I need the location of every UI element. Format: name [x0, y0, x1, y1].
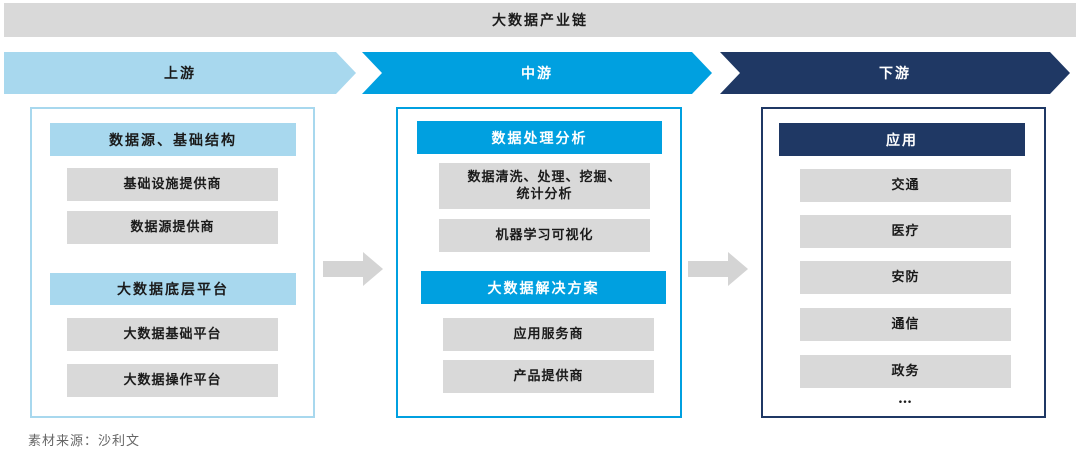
upstream-item-operation-platform: 大数据操作平台 — [67, 364, 278, 397]
upstream-item-data-source-provider: 数据源提供商 — [67, 211, 278, 244]
stage-arrow-midstream: 中游 — [362, 52, 712, 94]
right-arrow-icon — [688, 252, 748, 286]
downstream-item-security: 安防 — [800, 261, 1011, 294]
page-title: 大数据产业链 — [4, 3, 1076, 37]
midstream-item-product-provider: 产品提供商 — [443, 360, 654, 393]
arrow-shape-downstream — [720, 52, 1070, 94]
arrow-shape-midstream — [362, 52, 712, 94]
stage-label-upstream: 上游 — [164, 66, 196, 82]
midstream-header-processing: 数据处理分析 — [417, 121, 662, 154]
stage-label-downstream: 下游 — [879, 66, 911, 82]
downstream-item-government: 政务 — [800, 355, 1011, 388]
downstream-more-ellipsis: … — [898, 391, 913, 407]
upstream-header-bottom-platform: 大数据底层平台 — [50, 273, 296, 305]
midstream-item-app-service: 应用服务商 — [443, 318, 654, 351]
upstream-header-data-source: 数据源、基础结构 — [50, 123, 296, 156]
flow-arrow-2 — [688, 252, 748, 286]
cleaning-mining-line-2: 统计分析 — [516, 187, 573, 202]
stage-arrow-upstream: 上游 — [4, 52, 356, 94]
downstream-item-medical: 医疗 — [800, 215, 1011, 248]
downstream-header-application: 应用 — [779, 123, 1025, 156]
upstream-item-basic-platform: 大数据基础平台 — [67, 318, 278, 351]
stage-label-midstream: 中游 — [521, 66, 553, 82]
downstream-item-transport: 交通 — [800, 169, 1011, 202]
midstream-item-ml-visualization: 机器学习可视化 — [439, 219, 650, 252]
source-note: 素材来源：沙利文 — [28, 434, 141, 449]
upstream-item-infrastructure-provider: 基础设施提供商 — [67, 168, 278, 201]
midstream-item-cleaning-mining: 数据清洗、处理、挖掘、 统计分析 — [439, 163, 650, 209]
downstream-item-telecom: 通信 — [800, 308, 1011, 341]
cleaning-mining-line-1: 数据清洗、处理、挖掘、 — [467, 170, 622, 185]
stage-arrow-downstream: 下游 — [720, 52, 1070, 94]
right-arrow-icon — [323, 252, 383, 286]
midstream-header-solutions: 大数据解决方案 — [421, 271, 666, 304]
arrow-shape-upstream — [4, 52, 356, 94]
flow-arrow-1 — [323, 252, 383, 286]
